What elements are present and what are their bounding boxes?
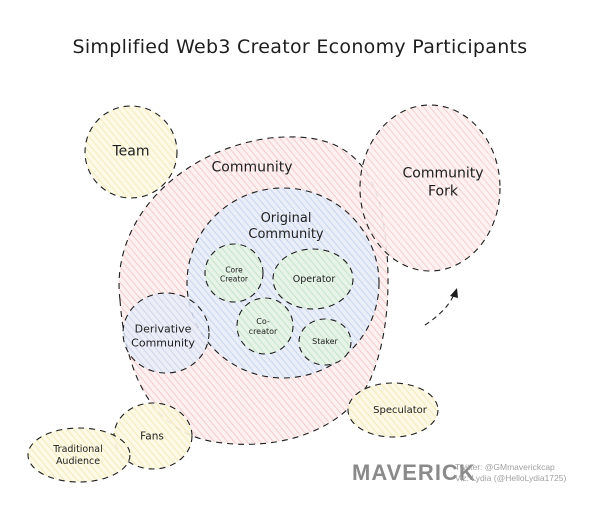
team-region [84, 105, 178, 199]
twitter-credit: Twitter: @GMmaverickcap [455, 462, 555, 472]
speculator-region [347, 382, 439, 438]
fork-arrow [424, 291, 456, 326]
core-creator-region [204, 243, 264, 303]
speculator-label: Speculator [373, 404, 427, 416]
operator-label: Operator [292, 274, 336, 286]
traditional-audience-region [27, 427, 131, 483]
viz-credit: Viz: Lydia (@HelloLydia1725) [455, 473, 567, 484]
diagram-title: Simplified Web3 Creator Economy Particip… [72, 36, 528, 58]
community-label: Community [211, 159, 293, 176]
fork-arrow-head [450, 288, 458, 298]
co-creator-region [236, 297, 294, 355]
staker-region [298, 318, 352, 366]
maverick-logo: MAVERICK [352, 460, 476, 485]
community-fork-region [359, 104, 501, 272]
staker-label: Staker [312, 337, 338, 346]
team-label: Team [112, 143, 150, 160]
operator-region [272, 248, 354, 310]
fans-label: Fans [140, 430, 164, 443]
derivative-community-region [122, 292, 210, 374]
co-creator-label: Co-creator [248, 317, 278, 336]
credits: Twitter: @GMmaverickcap Viz: Lydia (@Hel… [455, 462, 566, 484]
